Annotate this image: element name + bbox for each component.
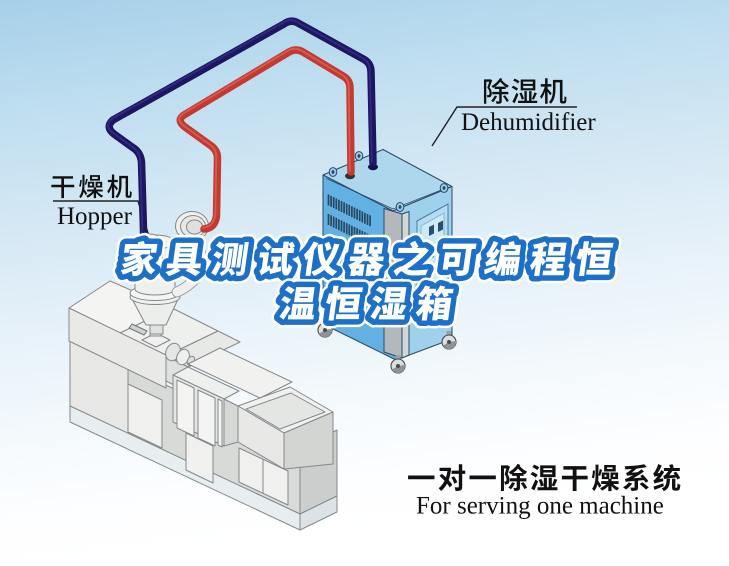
svg-text:Hopper: Hopper [57, 203, 133, 230]
svg-text:Dehumidifier: Dehumidifier [461, 109, 596, 136]
svg-text:For serving one machine: For serving one machine [416, 493, 664, 520]
